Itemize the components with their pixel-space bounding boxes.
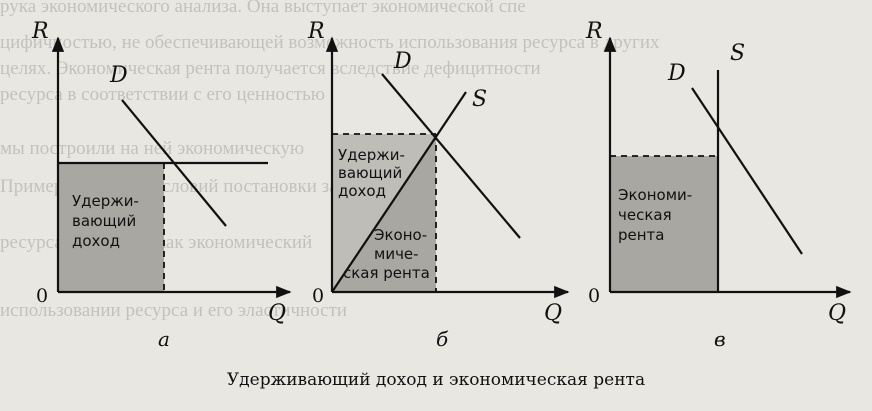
lower-region-label-line: Эконо- <box>374 226 427 244</box>
supply-label: S <box>472 87 487 112</box>
panel-c: R D S Q 0 в Экономи- ческая рента <box>585 19 852 351</box>
demand-curve <box>381 73 521 239</box>
upper-region-label-line: вающий <box>338 164 402 182</box>
origin-label: 0 <box>588 285 600 307</box>
figure-caption: Удерживающий доход и экономическая рента <box>226 370 646 390</box>
panel-a: R D Q 0 а Удержи- вающий доход <box>31 19 292 351</box>
panel-letter: а <box>158 327 170 351</box>
region-label-line: рента <box>618 226 665 244</box>
panel-letter: в <box>714 327 726 351</box>
x-axis-label: Q <box>828 301 846 326</box>
upper-region-label-line: доход <box>338 182 386 200</box>
lower-region-label-line: ская рента <box>343 264 430 282</box>
panel-b: R D S Q 0 б Удержи- вающий доход Эконо- … <box>307 19 570 351</box>
upper-region-label-line: Удержи- <box>338 146 405 164</box>
demand-curve <box>121 99 227 227</box>
y-axis-label: R <box>307 19 325 44</box>
region-label-line: доход <box>72 232 120 250</box>
origin-label: 0 <box>312 285 324 307</box>
demand-curve <box>691 87 803 255</box>
region-label-line: Экономи- <box>618 186 692 204</box>
demand-label: D <box>393 49 412 74</box>
x-axis-label: Q <box>544 301 562 326</box>
economic-rent-area <box>610 156 718 292</box>
region-label-line: вающий <box>72 212 136 230</box>
x-axis-label: Q <box>268 301 286 326</box>
y-axis-label: R <box>585 19 603 44</box>
origin-label: 0 <box>36 285 48 307</box>
demand-label: D <box>109 63 128 88</box>
y-axis-label: R <box>31 19 49 44</box>
lower-region-label-line: миче- <box>374 245 419 263</box>
region-label-line: Удержи- <box>72 192 139 210</box>
demand-label: D <box>667 61 686 86</box>
region-label-line: ческая <box>618 206 672 224</box>
supply-label: S <box>730 41 745 66</box>
supply-curve <box>331 91 467 293</box>
panel-letter: б <box>436 327 449 351</box>
retained-income-area <box>58 163 164 292</box>
